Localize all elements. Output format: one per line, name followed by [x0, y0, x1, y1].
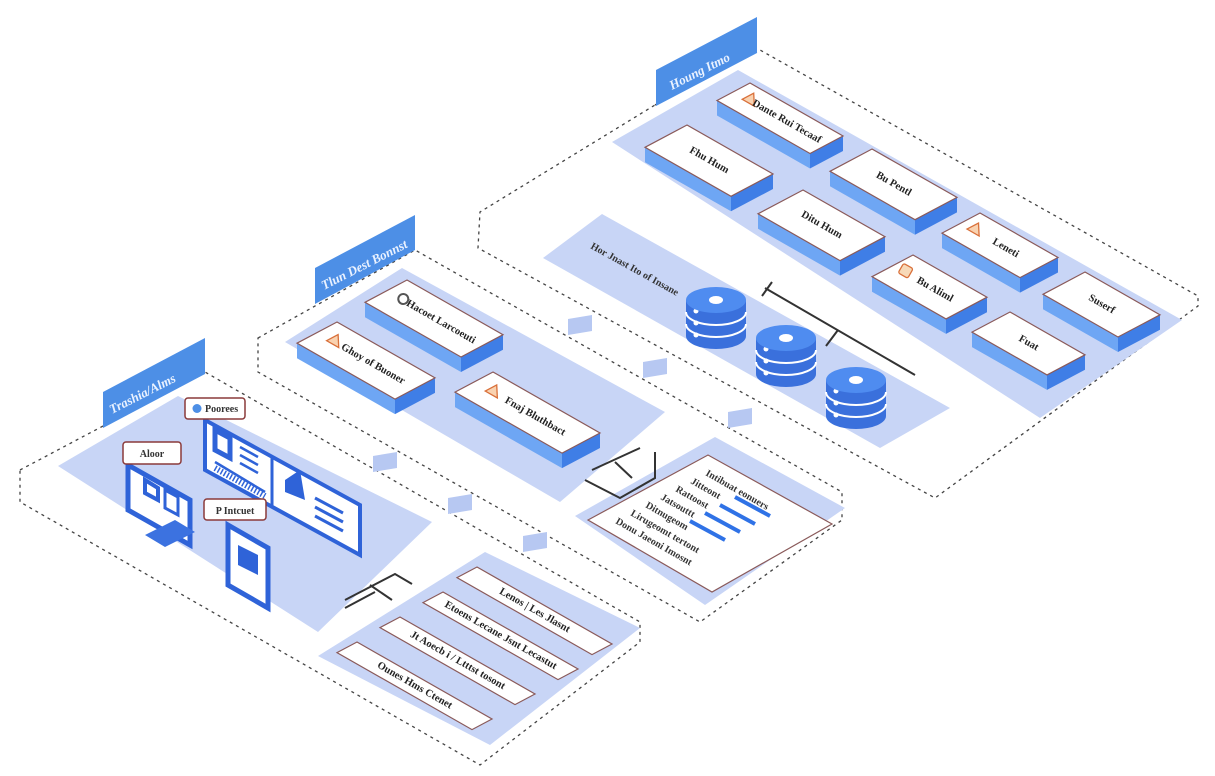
box-side-face: [946, 297, 987, 334]
data-zone-outline: [477, 49, 1199, 499]
database-icon: [755, 325, 817, 387]
doc-bar: [689, 519, 726, 542]
service-zone-outline: [257, 249, 843, 623]
box-side-face: [395, 377, 435, 415]
box-front-face: [830, 171, 915, 235]
connector-node: [643, 358, 667, 378]
connector-lines: [344, 281, 916, 609]
desktop-monitor-icon: [125, 460, 195, 550]
warning-icon: [965, 221, 980, 238]
box-top-face: [970, 311, 1087, 376]
doc-bar: [734, 495, 771, 518]
data-service-box[interactable]: Ditu Hum: [756, 189, 887, 276]
database-cluster: [685, 287, 887, 429]
box-front-face: [872, 276, 946, 334]
mobile-label-text: P Intcuet: [216, 506, 255, 517]
data-service-box[interactable]: Bu Pentl: [828, 148, 959, 235]
database-icon: [685, 287, 747, 349]
box-front-face: [645, 147, 731, 212]
warning-icon: [325, 333, 340, 349]
connector-node: [728, 408, 752, 428]
database-icon: [825, 367, 887, 429]
box-side-face: [810, 136, 843, 169]
paper-plane-icon: [483, 383, 499, 400]
connector-node: [373, 452, 397, 472]
data-services-plate: [612, 70, 1182, 418]
desktop-label: Aloor: [122, 441, 182, 465]
box-top-face: [756, 189, 887, 262]
box-front-face: [758, 213, 840, 276]
list-panel-plate: [318, 552, 640, 745]
box-front-face: [972, 332, 1047, 390]
box-side-face: [461, 334, 503, 372]
mobile-phone-icon: [225, 520, 271, 613]
box-side-face: [1118, 314, 1160, 352]
dashboard-screen-icon: [203, 416, 362, 559]
connector-node: [568, 315, 592, 335]
connector-node: [448, 494, 472, 514]
data-service-box[interactable]: Fuat: [970, 311, 1087, 390]
data-service-box[interactable]: Fhu Hum: [643, 124, 775, 212]
service-box[interactable]: Hacoet Larcoeuti: [363, 279, 505, 372]
connector-node: [523, 532, 547, 552]
warning-icon: [740, 92, 756, 108]
box-front-face: [365, 302, 461, 372]
data-service-box[interactable]: Dante Rui Tecaaf: [715, 82, 845, 169]
box-front-face: [717, 100, 810, 169]
doc-bar: [704, 511, 741, 534]
box-front-face: [942, 233, 1020, 293]
document-icon: [898, 263, 914, 279]
circle-icon: [192, 404, 202, 413]
screen-label: Poorees: [184, 397, 246, 420]
box-side-face: [840, 236, 885, 276]
doc-bar: [719, 503, 756, 526]
box-front-face: [1043, 294, 1118, 352]
box-side-face: [915, 197, 957, 235]
box-side-face: [731, 174, 773, 212]
box-top-face: [1041, 271, 1162, 338]
box-top-face: [828, 148, 959, 221]
box-top-face: [643, 124, 775, 197]
service-box[interactable]: Ghoy of Buoner: [295, 321, 437, 415]
box-top-face: [363, 279, 505, 358]
connector-nodes: [373, 315, 752, 552]
mobile-label: P Intcuet: [203, 498, 267, 521]
box-side-face: [1020, 257, 1058, 293]
gear-icon: [397, 292, 410, 305]
box-front-face: [455, 392, 562, 469]
document-panel: Intibuat eonuersJitteontRattoostJatsoutt…: [586, 454, 834, 593]
data-service-box[interactable]: Suserf: [1041, 271, 1162, 352]
data-service-box[interactable]: Leneti: [940, 212, 1060, 293]
data-service-box[interactable]: Bu Aliml: [870, 254, 989, 334]
box-front-face: [297, 343, 395, 415]
desktop-label-text: Aloor: [140, 449, 165, 460]
box-side-face: [1047, 354, 1085, 390]
box-side-face: [562, 433, 600, 469]
screen-label-text: Poorees: [205, 404, 238, 415]
